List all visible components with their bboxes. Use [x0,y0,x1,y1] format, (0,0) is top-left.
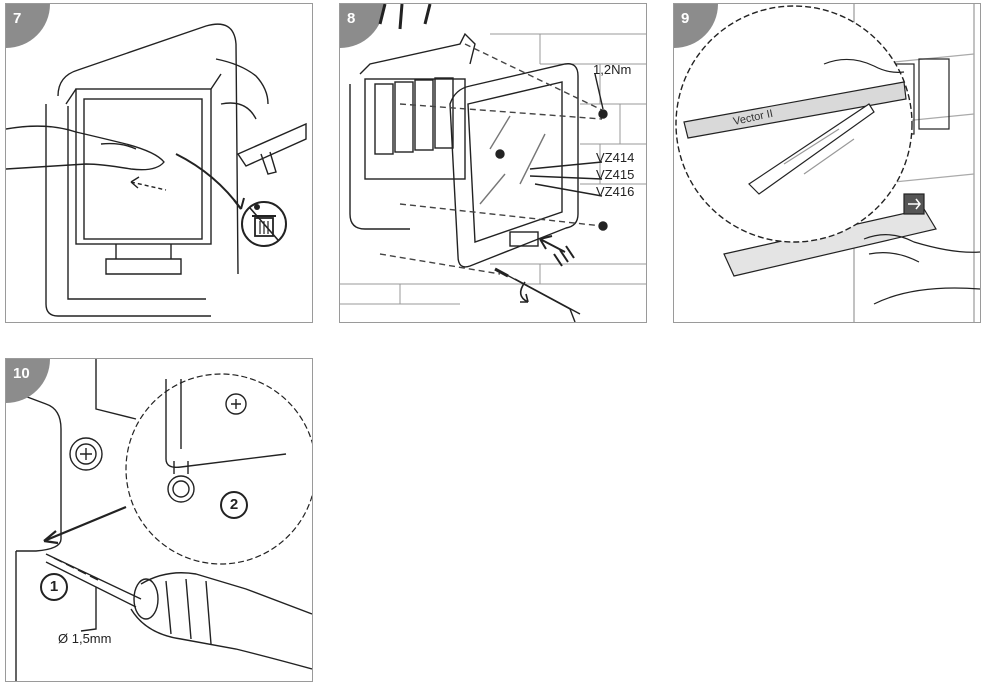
callout-1: 1 [40,573,68,601]
callout-2: 2 [220,491,248,519]
step-9-illustration: Vector II [675,4,980,322]
step-number-badge: 7 [6,4,50,48]
step-number: 8 [347,10,356,27]
step-8-illustration [340,4,646,322]
step-10-illustration [6,359,312,681]
model-label-vz416: VZ416 [596,184,635,199]
step-number: 7 [13,10,22,27]
step-7-illustration [6,23,307,317]
step-7-panel: 7 [5,3,313,323]
step-number: 10 [13,365,30,382]
drill-icon [45,553,312,670]
step-9-panel: Vector II 9 [673,3,981,323]
screwdriver-icon [494,267,581,322]
trash-bin-icon [241,201,287,247]
model-label-vz415: VZ415 [596,167,635,182]
step-8-panel: 8 [339,3,647,323]
torque-label: 1,2Nm [593,62,632,77]
step-number: 9 [681,10,690,27]
model-label-vz414: VZ414 [596,150,635,165]
step-10-panel: 1 2 Ø 1,5mm 10 [5,358,313,682]
drill-size-label: Ø 1,5mm [58,631,112,646]
